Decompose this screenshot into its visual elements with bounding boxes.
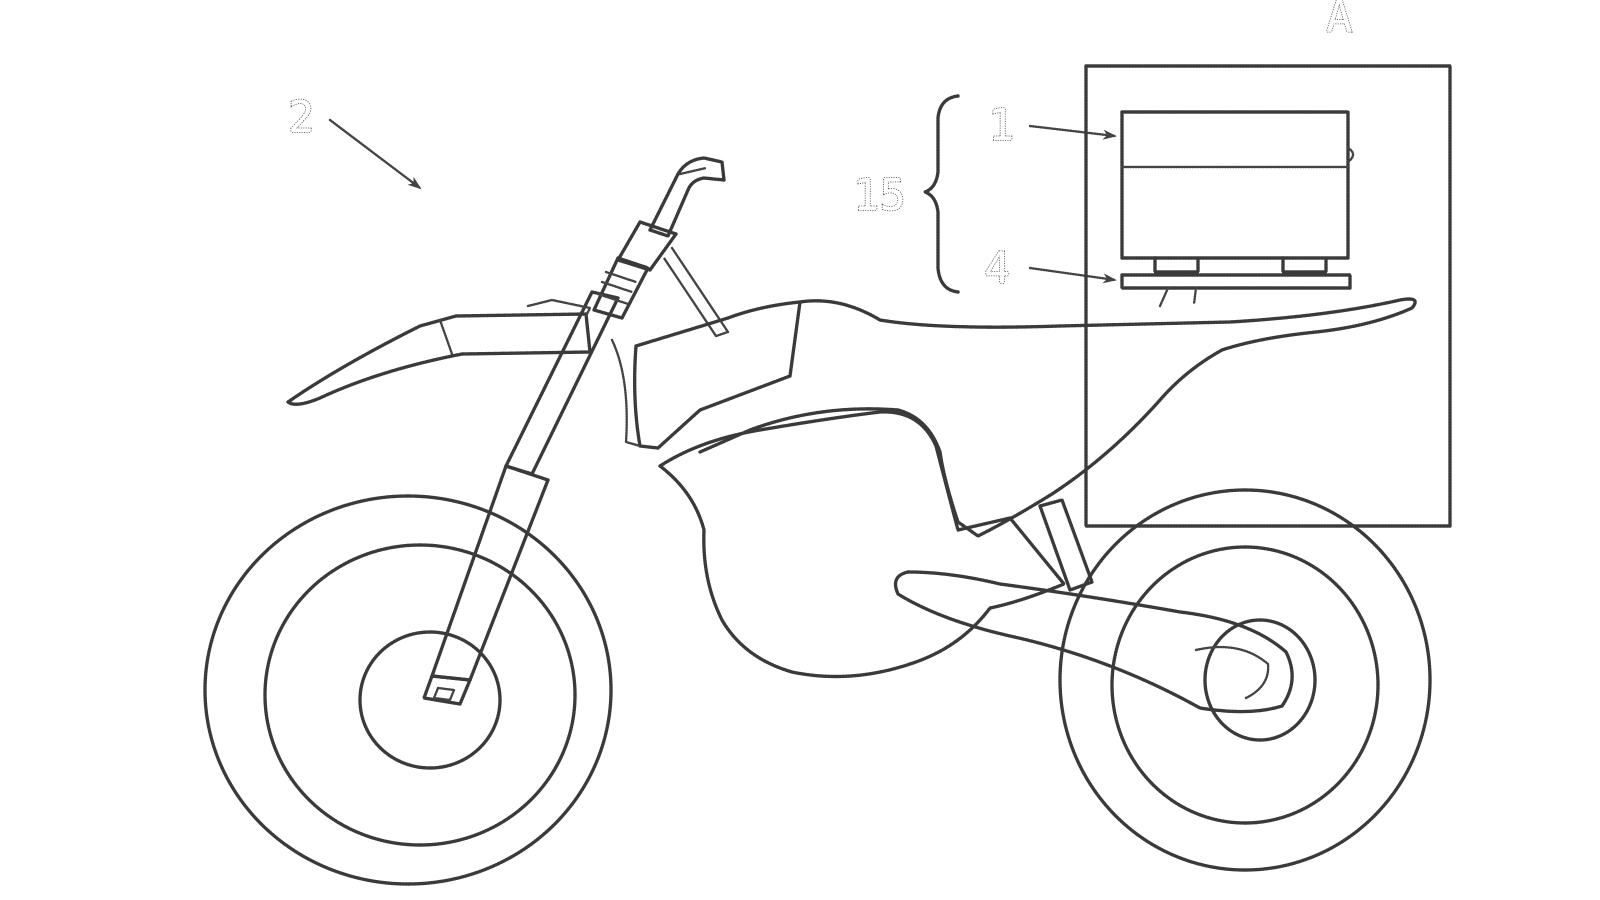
label-a: A	[1326, 0, 1353, 43]
swingarm-inner	[1194, 645, 1270, 700]
rear-hub	[1203, 618, 1317, 742]
shroud-inner	[610, 338, 642, 448]
label-4: 4	[984, 243, 1011, 294]
motorcycle	[203, 156, 1432, 886]
plate-support	[1158, 286, 1198, 308]
bracket-15	[923, 94, 960, 294]
radiator-shroud	[632, 300, 802, 450]
front-tire-outer	[203, 494, 613, 886]
mount-plate-4	[1120, 273, 1352, 290]
triple-clamp	[616, 220, 678, 272]
frame-body	[658, 410, 1066, 679]
swingarm	[893, 570, 1294, 714]
detail-region-a	[1084, 64, 1452, 528]
fork-upper	[504, 290, 620, 476]
arrow-4	[1028, 266, 1117, 284]
cable	[662, 246, 730, 338]
front-hub	[358, 630, 502, 770]
box-foot-left	[1153, 256, 1200, 274]
label-2: 2	[288, 92, 315, 143]
arrow-1	[1028, 124, 1117, 140]
rear-tire-inner	[1110, 545, 1380, 825]
handlebar-grip	[678, 166, 708, 176]
fender-step	[438, 318, 454, 356]
handlebar	[648, 156, 726, 238]
front-fender	[286, 312, 592, 406]
fender-mount	[526, 298, 592, 318]
box-1	[1120, 110, 1350, 260]
label-15: 15	[853, 170, 906, 221]
axle-bolt	[432, 686, 456, 702]
box-foot-right	[1281, 256, 1328, 274]
clamp-ridges	[596, 270, 638, 306]
label-1: 1	[988, 100, 1015, 151]
rear-tire-outer	[1058, 488, 1432, 872]
arrow-2	[328, 118, 422, 190]
fork-axle	[422, 674, 472, 706]
front-tire-inner	[263, 543, 577, 847]
box-latch	[1346, 146, 1355, 164]
seat-tail	[698, 297, 1417, 538]
rear-shock	[1038, 498, 1094, 592]
fork-lower	[430, 464, 550, 682]
